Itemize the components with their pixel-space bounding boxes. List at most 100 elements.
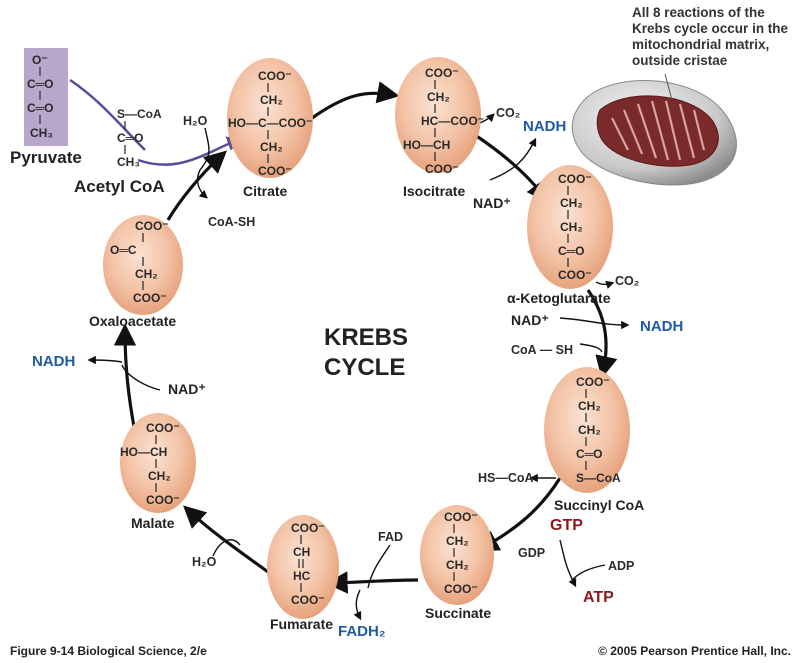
svg-text:C═O: C═O [27,101,54,115]
citrate-structure: COO⁻ CH₂ HO—C—COO⁻ CH₂ COO⁻ [228,69,312,178]
arrow-h2o-coash [196,127,210,199]
label-coa-sh-2: CoA — SH [511,343,573,357]
svg-text:CH₂: CH₂ [260,93,283,107]
label-h2o-2: H₂O [192,555,217,569]
svg-text:CH₂: CH₂ [578,399,601,413]
svg-text:COO⁻: COO⁻ [133,291,167,305]
svg-text:HC—COO⁻: HC—COO⁻ [421,114,484,128]
arrow-fadh2-out [353,589,362,621]
label-hs-coa: HS—CoA [478,471,534,485]
svg-text:C═O: C═O [558,244,585,258]
svg-text:CH₂: CH₂ [560,220,583,234]
arrow-isocitrate-to-ketoglutarate [474,133,549,204]
svg-text:COO⁻: COO⁻ [576,375,610,389]
label-citrate: Citrate [243,183,288,199]
label-adp: ADP [608,559,634,573]
label-nad-1: NAD⁺ [473,195,511,211]
center-title-line-1: KREBS [324,324,408,351]
arrow-coash-in [579,343,603,353]
svg-text:CH₂: CH₂ [578,423,601,437]
figure-caption: Figure 9-14 Biological Science, 2/e [10,644,207,658]
note-line-2: Krebs cycle occur in the [632,21,789,36]
label-h2o-1: H₂O [183,114,208,128]
label-co2-1: CO₂ [496,106,520,120]
label-ketoglutarate: α-Ketoglutarate [507,290,611,306]
label-succinate: Succinate [425,605,491,621]
ellipse-citrate [227,58,313,178]
label-acetyl-coa: Acetyl CoA [74,177,165,196]
pyruvate-box [24,48,68,146]
arrow-nad-nadh-1 [489,137,537,181]
svg-text:COO⁻: COO⁻ [444,582,478,596]
molecule-ellipses [103,57,630,619]
svg-text:O⁻: O⁻ [32,53,48,67]
succinylcoa-structure: COO⁻ CH₂ CH₂ C═O S—CoA [576,375,621,485]
svg-text:S—CoA: S—CoA [117,107,162,121]
svg-text:COO⁻: COO⁻ [444,510,478,524]
svg-text:CH₂: CH₂ [446,534,469,548]
svg-text:O═C: O═C [110,243,137,257]
svg-text:HO—CH: HO—CH [120,445,167,459]
svg-text:COO⁻: COO⁻ [291,521,325,535]
ellipse-succinylcoa [544,367,630,493]
note-line-3: mitochondrial matrix, [632,37,769,52]
arrow-malate-to-oxaloacetate [113,323,137,433]
arrow-nadh-out-3 [87,355,123,365]
arrow-nad-nadh-2 [559,317,630,330]
svg-text:HO—C—COO⁻: HO—C—COO⁻ [228,116,312,130]
cycle-arrows [113,81,618,594]
malate-structure: COO⁻ HO—CH CH₂ COO⁻ [120,421,180,507]
location-note: All 8 reactions of the Krebs cycle occur… [632,5,789,68]
label-coa-sh-1: CoA-SH [208,215,255,229]
label-gdp: GDP [518,546,545,560]
label-succinylcoa: Succinyl CoA [554,497,644,513]
fumarate-structure: COO⁻ CH HC COO⁻ [291,521,325,607]
label-fad: FAD [378,530,403,544]
svg-text:COO⁻: COO⁻ [558,172,592,186]
svg-text:COO⁻: COO⁻ [135,219,169,233]
svg-text:C═O: C═O [27,77,54,91]
label-nadh-1: NADH [523,118,566,135]
arrow-h2o-malate [212,539,241,557]
acetyl-coa-entry-arrow [137,136,243,166]
label-co2-2: CO₂ [615,274,639,288]
ellipse-succinate [420,505,494,605]
label-malate: Malate [131,515,175,531]
mitochondrion-illustration [571,73,737,186]
svg-text:HO—CH: HO—CH [403,138,450,152]
cofactor-arrows [87,113,630,621]
svg-text:COO⁻: COO⁻ [425,162,459,176]
label-oxaloacetate: Oxaloacetate [89,313,176,329]
arrow-fumarate-to-malate [183,505,269,574]
label-isocitrate: Isocitrate [403,183,465,199]
svg-text:CH₂: CH₂ [560,196,583,210]
pyruvate-link-line [69,78,146,151]
label-nadh-2: NADH [640,318,683,335]
succinate-structure: COO⁻ CH₂ CH₂ COO⁻ [444,510,478,596]
svg-text:COO⁻: COO⁻ [258,164,292,178]
label-gtp: GTP [550,517,583,534]
svg-text:CH₂: CH₂ [260,140,283,154]
ellipse-isocitrate [395,57,481,173]
ellipse-ketoglutarate [527,165,613,289]
svg-text:S—CoA: S—CoA [576,471,621,485]
arrow-adp-atp [571,564,606,581]
pyruvate-structure: O⁻ C═O C═O CH₃ [27,53,54,140]
label-pyruvate: Pyruvate [10,148,82,167]
arrow-fad-in [367,544,391,589]
arrow-gdp-gtp [559,539,577,588]
svg-text:CH₃: CH₃ [117,155,140,169]
svg-text:CH₂: CH₂ [148,469,171,483]
copyright: © 2005 Pearson Prentice Hall, Inc. [598,644,791,658]
oxaloacetate-structure: COO⁻ O═C CH₂ COO⁻ [110,219,169,305]
svg-text:CH: CH [293,545,310,559]
svg-text:CH₂: CH₂ [446,558,469,572]
svg-text:CH₂: CH₂ [135,267,158,281]
svg-text:C═O: C═O [117,131,144,145]
ellipse-malate [120,413,196,513]
label-nadh-3: NADH [32,353,75,370]
label-fumarate: Fumarate [270,616,333,632]
svg-text:COO⁻: COO⁻ [146,421,180,435]
label-atp: ATP [583,589,614,606]
arrow-succinate-to-fumarate [325,571,419,594]
